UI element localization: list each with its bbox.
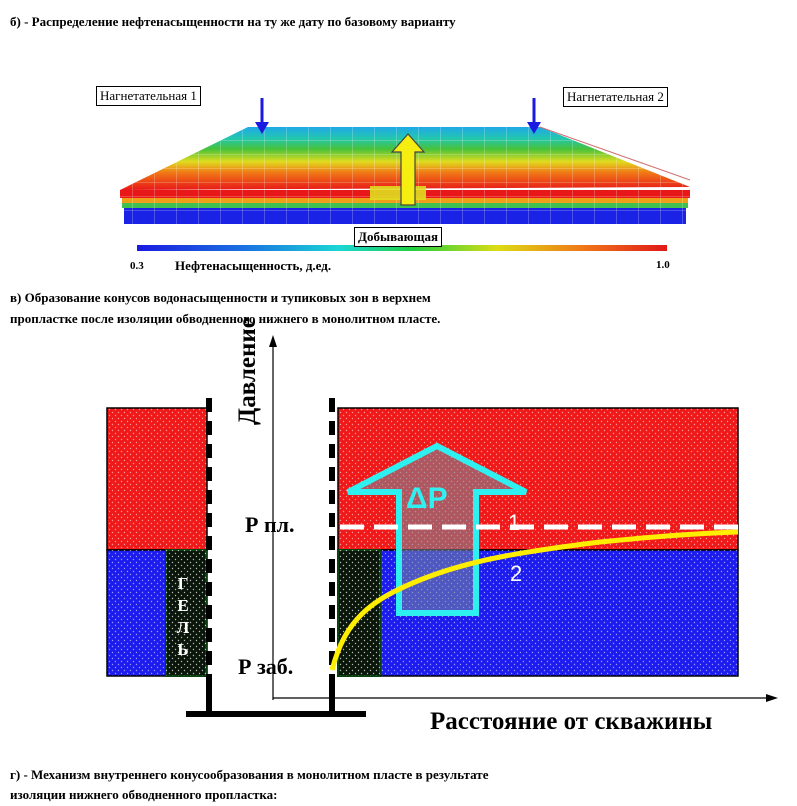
reservoir-3d-model bbox=[120, 98, 691, 251]
delta-p-arrow bbox=[346, 442, 528, 616]
colorbar-max: 1.0 bbox=[656, 259, 670, 271]
y-axis-label: Давление bbox=[234, 317, 261, 425]
caption-v-line1: в) Образование конусов водонасыщенности … bbox=[10, 290, 431, 305]
delta-p-label: ΔР bbox=[406, 482, 448, 515]
x-axis-label: Расстояние от скважины bbox=[430, 708, 713, 735]
caption-v-line2: пропластке после изоляции обводненного н… bbox=[10, 311, 441, 326]
label-injector1: Нагнетательная 1 bbox=[96, 86, 201, 106]
colorbar bbox=[137, 245, 667, 251]
label-producer: Добывающая bbox=[354, 227, 443, 247]
p-res-label: Р пл. bbox=[245, 512, 295, 537]
curve-2-pressure bbox=[329, 529, 739, 671]
producer-arrow-icon bbox=[390, 133, 426, 206]
curve-1-label: 1 bbox=[508, 510, 521, 535]
label-injector2: Нагнетательная 2 bbox=[563, 87, 668, 107]
caption-b: б) - Распределение нефтенасыщенности на … bbox=[10, 14, 456, 29]
caption-g-line1: г) - Механизм внутреннего конусообразова… bbox=[10, 767, 489, 782]
wellbore bbox=[208, 398, 335, 714]
caption-g-line2: изоляции нижнего обводненного пропластка… bbox=[10, 787, 278, 802]
p-bottom-label: Р заб. bbox=[238, 654, 294, 679]
coning-diagram bbox=[106, 335, 778, 717]
colorbar-title: Нефтенасыщенность, д.ед. bbox=[175, 258, 332, 273]
gel-label: Г Е Л Ь bbox=[176, 574, 190, 659]
injector2-arrow-icon bbox=[527, 98, 541, 134]
curve-2-label: 2 bbox=[510, 561, 523, 586]
colorbar-min: 0.3 bbox=[130, 260, 144, 272]
injector1-arrow-icon bbox=[255, 98, 269, 134]
